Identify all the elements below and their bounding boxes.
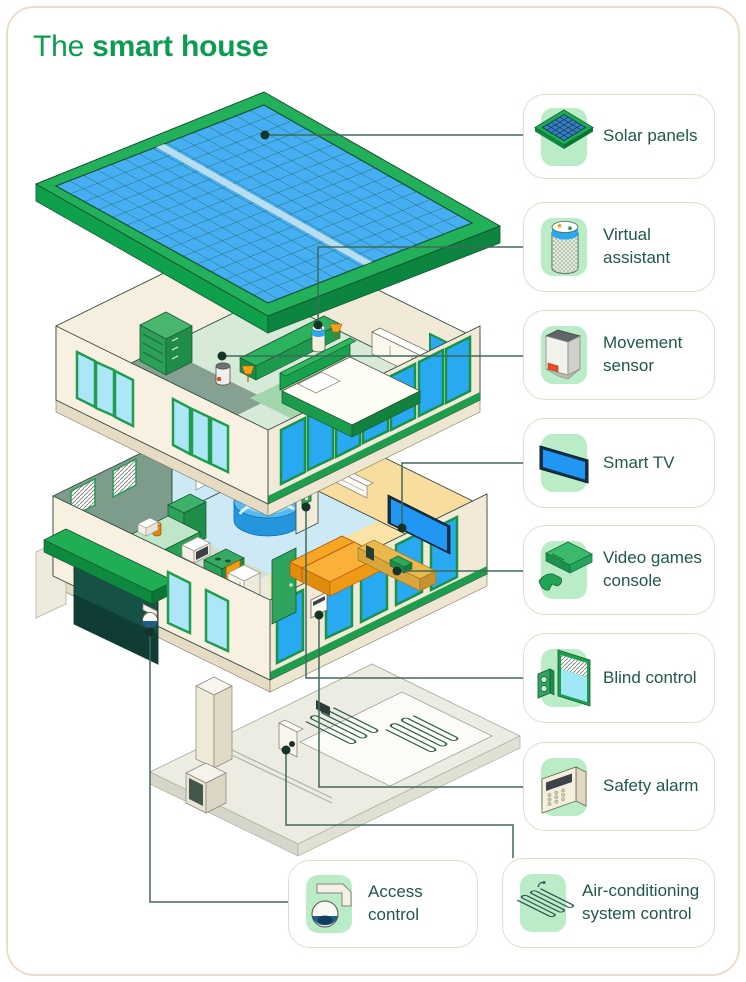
callout-label: Movement sensor <box>603 333 683 375</box>
dresser <box>139 311 193 376</box>
underfloor-heating-coils <box>305 707 459 753</box>
callout-label: Virtual assistant <box>603 225 671 267</box>
callout-card-video-games-console: Video games console <box>523 525 715 615</box>
second-floor-left-wall <box>55 325 269 505</box>
callout-card-solar-panels: Solar panels <box>523 94 715 179</box>
first-floor <box>35 389 488 693</box>
solar-roof <box>34 91 502 334</box>
support-column <box>195 676 233 769</box>
smart-tv-icon <box>539 445 589 484</box>
callout-card-movement-sensor: Movement sensor <box>523 310 715 400</box>
bed <box>279 337 421 438</box>
front-window <box>166 569 192 635</box>
movement-sensor-icon <box>544 329 582 380</box>
callout-card-smart-tv: Smart TV <box>523 418 715 508</box>
second-floor <box>55 221 481 517</box>
callout-card-access-control: Access control <box>288 860 478 948</box>
callout-label: Solar panels <box>603 126 698 146</box>
foundation-slab <box>149 663 521 857</box>
callout-card-safety-alarm: Safety alarm <box>523 742 715 831</box>
leader-dots <box>145 130 407 755</box>
title-prefix: The <box>33 30 85 63</box>
title-emphasis: smart house <box>92 30 269 63</box>
icon-background <box>520 874 566 932</box>
callout-label: Air-conditioning system control <box>582 881 700 923</box>
roof-walkway <box>156 144 372 265</box>
callout-label: Video games console <box>603 548 702 590</box>
callout-card-air-conditioning: Air-conditioning system control <box>502 858 715 948</box>
external-ac-unit <box>185 762 227 814</box>
callout-label: Access control <box>368 882 423 924</box>
leader-lines <box>149 134 523 903</box>
smart-tv-device <box>387 494 451 555</box>
safety-alarm-keypad <box>310 591 328 619</box>
blind-control-icon <box>537 649 591 707</box>
front-window <box>204 587 230 653</box>
interior-door <box>271 547 297 625</box>
air-conditioning-icon <box>517 881 575 918</box>
dome-camera <box>142 603 158 628</box>
callout-label: Blind control <box>603 667 697 687</box>
heating-coil-slab <box>299 691 493 787</box>
table-lamp <box>241 323 343 382</box>
video-games-console-icon <box>538 541 593 591</box>
callout-label: Safety alarm <box>603 776 699 796</box>
callout-card-blind-control: Blind control <box>523 633 715 723</box>
safety-alarm-icon <box>541 765 587 814</box>
movement-sensor-device <box>215 362 231 386</box>
callout-card-virtual-assistant: Virtual assistant <box>523 202 715 292</box>
callout-label: Smart TV <box>603 452 675 472</box>
kitchen-blind-windows <box>70 457 137 519</box>
virtual-assistant-icon <box>551 221 579 274</box>
solar-panels-icon <box>534 108 594 149</box>
ground-conduit <box>231 749 333 804</box>
access-control-icon <box>311 883 352 928</box>
